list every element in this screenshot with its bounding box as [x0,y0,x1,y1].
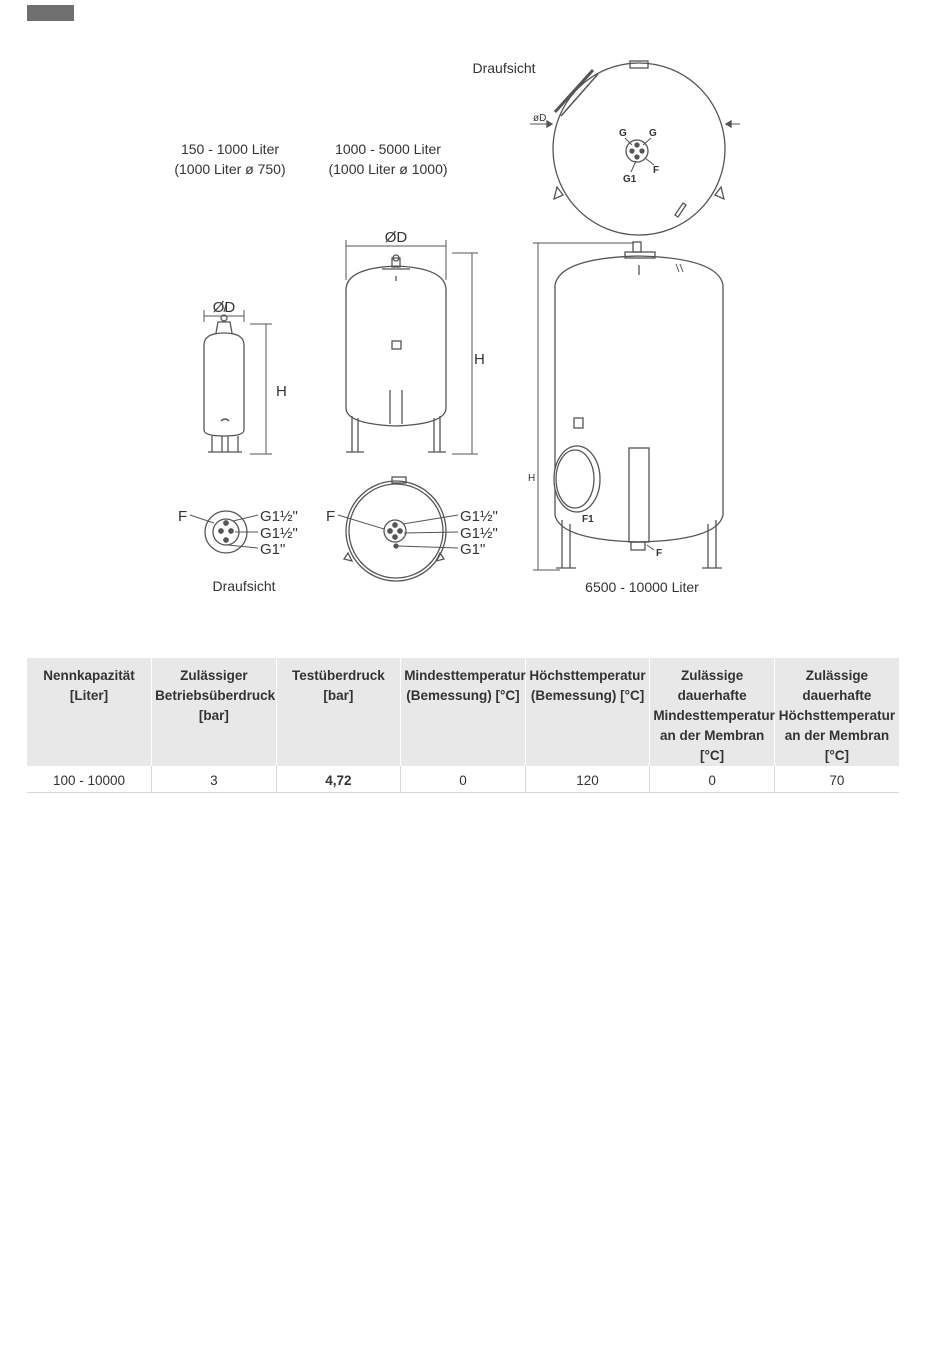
header-hoechsttemperatur: Höchsttemperatur (Bemessung) [°C] [524,658,650,766]
spec-table-header-row: Nennkapazität [Liter] Zulässiger Betrieb… [27,658,899,766]
draufsicht-bottom-label: Draufsicht [212,578,275,594]
range-large-label: 6500 - 10000 Liter [585,579,699,595]
large-top-f-label: F [653,165,659,176]
small-top-g1half-2-label: G1½" [260,525,298,542]
cell-hoechsttemperatur: 120 [524,766,650,793]
large-top-g-right-label: G [649,128,657,139]
draufsicht-top-label: Draufsicht [472,60,535,76]
header-betriebsueberdruck: Zulässiger Betriebsüberdruck [bar] [151,658,277,766]
small-tank-diameter-label: ØD [213,299,236,316]
medium-top-g1half-2-label: G1½" [460,525,498,542]
large-side-f1-label: F1 [582,514,594,525]
large-top-g-left-label: G [619,128,627,139]
caption-small: 150 - 1000 Liter (1000 Liter ø 750) [174,141,285,177]
cell-betriebsueberdruck: 3 [151,766,277,793]
large-side-f-label: F [656,548,662,559]
header-nennkapazitaet: Nennkapazität [Liter] [27,658,152,766]
range-medium-note: (1000 Liter ø 1000) [328,161,447,177]
medium-tank-side-view: ØD H [345,229,485,455]
medium-tank-diameter-label: ØD [385,229,408,246]
header-membran-mindesttemperatur: Zulässige dauerhafte Mindesttemperatur a… [649,658,775,766]
range-medium-label: 1000 - 5000 Liter [335,141,441,157]
small-tank-top-view: F G1½" G1½" G1" Draufsicht [178,508,298,594]
range-small-note: (1000 Liter ø 750) [174,161,285,177]
cell-testueberdruck: 4,72 [275,766,401,793]
cell-nennkapazitaet: 100 - 10000 [27,766,152,793]
caption-medium: 1000 - 5000 Liter (1000 Liter ø 1000) [328,141,447,177]
header-testueberdruck: Testüberdruck [bar] [275,658,401,766]
cell-membran-mindesttemperatur: 0 [649,766,775,793]
table-row: 100 - 10000 3 4,72 0 120 0 70 [27,766,899,793]
small-top-g1half-1-label: G1½" [260,508,298,525]
large-side-height-label: H [528,473,535,484]
medium-tank-height-label: H [474,351,485,368]
small-tank-side-view: ØD H [203,299,287,455]
medium-top-f-label: F [326,508,335,525]
header-membran-hoechsttemperatur: Zulässige dauerhafte Höchsttemperatur an… [773,658,899,766]
large-top-diameter-label: øD [533,113,546,124]
header-mindesttemperatur: Mindesttemperatur (Bemessung) [°C] [400,658,526,766]
medium-top-g1half-1-label: G1½" [460,508,498,525]
page-tab-marker [27,5,74,21]
range-small-label: 150 - 1000 Liter [181,141,279,157]
small-tank-height-label: H [276,383,287,400]
cell-membran-hoechsttemperatur: 70 [773,766,899,793]
cell-mindesttemperatur: 0 [400,766,526,793]
spec-table: Nennkapazität [Liter] Zulässiger Betrieb… [27,658,899,793]
tank-diagram: 150 - 1000 Liter (1000 Liter ø 750) 1000… [174,60,740,595]
medium-tank-top-view: F G1½" G1½" G1" [326,476,498,582]
large-tank-side-view: F1 F H 6500 - 10000 Liter [528,241,724,595]
large-tank-top-view: Draufsicht øD G G G1 F [472,60,740,236]
small-top-f-label: F [178,508,187,525]
medium-top-g1-label: G1" [460,541,485,558]
large-top-g1-label: G1 [623,174,637,185]
small-top-g1-label: G1" [260,541,285,558]
